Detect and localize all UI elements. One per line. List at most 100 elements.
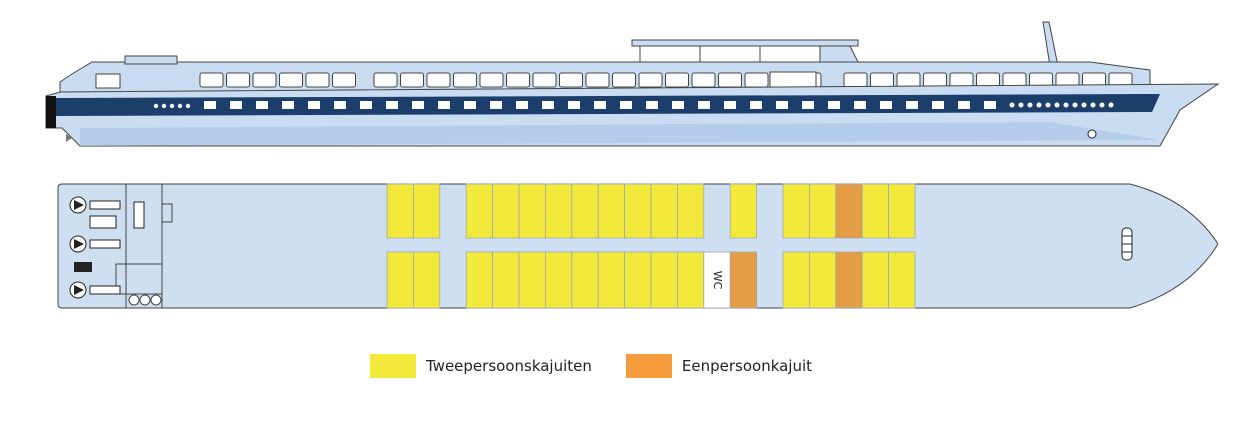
porthole: [230, 101, 242, 109]
upper-window: [226, 72, 250, 88]
cabin-double: [650, 183, 678, 239]
upper-window: [373, 72, 398, 88]
porthole: [256, 101, 268, 109]
cabin-double: [571, 251, 599, 309]
porthole: [932, 101, 944, 109]
cabin-double: [650, 251, 678, 309]
cabin-double: [545, 183, 573, 239]
porthole: [750, 101, 762, 109]
anchor-icon: [1087, 129, 1097, 139]
cabin-double: [465, 183, 494, 239]
porthole: [698, 101, 710, 109]
cabin-double: [861, 251, 890, 309]
porthole: [308, 101, 320, 109]
porthole: [854, 101, 866, 109]
porthole: [438, 101, 450, 109]
porthole: [594, 101, 606, 109]
upper-window: [453, 72, 477, 88]
engine-unit-2: [69, 235, 121, 253]
porthole-round: [177, 103, 183, 109]
cabin-double: [386, 251, 414, 309]
wheelhouse: [819, 45, 859, 63]
porthole: [490, 101, 502, 109]
cabin-double: [809, 251, 837, 309]
porthole: [958, 101, 970, 109]
cabin-wc: [703, 251, 731, 309]
legend-item-double: Tweepersoonskajuiten: [370, 354, 592, 378]
cabin-double: [412, 183, 441, 239]
porthole: [516, 101, 528, 109]
engine-unit-3: [69, 281, 121, 299]
cabin-double: [465, 251, 494, 309]
porthole: [360, 101, 372, 109]
legend-swatch-single: [625, 354, 672, 378]
wc-label: WC: [711, 271, 724, 290]
cabin-double: [861, 183, 890, 239]
porthole: [724, 101, 736, 109]
upper-window: [532, 72, 557, 88]
upper-window: [923, 72, 947, 88]
upper-window: [718, 72, 742, 88]
porthole: [984, 101, 996, 109]
porthole-round: [1036, 102, 1042, 108]
porthole-round: [1054, 102, 1060, 108]
stern-window: [95, 73, 121, 89]
porthole-round: [1081, 102, 1087, 108]
upper-window: [585, 72, 610, 88]
porthole-round: [169, 103, 175, 109]
upper-window: [638, 72, 663, 88]
cabin-single: [729, 251, 758, 309]
porthole: [542, 101, 554, 109]
porthole-round: [1072, 102, 1078, 108]
cabin-double: [597, 183, 626, 239]
cabin-double: [518, 251, 546, 309]
cabin-double: [888, 183, 916, 239]
upper-window: [896, 72, 921, 88]
upper-window: [843, 72, 868, 88]
deck-outline: [57, 183, 1219, 309]
legend-label-single: Eenpersoonkajuit: [681, 357, 813, 375]
windlass-icon: [1121, 227, 1133, 261]
lounge-window: [769, 71, 817, 89]
porthole-round: [1099, 102, 1105, 108]
porthole-round: [185, 103, 191, 109]
engine-unit-1: [69, 196, 121, 214]
cabin-double: [518, 183, 546, 239]
mast: [1042, 21, 1059, 67]
porthole: [672, 101, 684, 109]
porthole-round: [1063, 102, 1069, 108]
upper-window: [976, 72, 1000, 88]
upper-window: [612, 72, 636, 88]
upper-window: [279, 72, 303, 88]
upper-window: [199, 72, 224, 88]
ship-side-view: [45, 21, 1220, 147]
upper-window: [665, 72, 689, 88]
upper-window: [252, 72, 277, 88]
porthole-round: [1090, 102, 1096, 108]
porthole: [646, 101, 658, 109]
sun-deck-canopy: [631, 39, 859, 47]
upper-window: [870, 72, 894, 88]
porthole: [204, 101, 216, 109]
cabin-double: [545, 251, 573, 309]
porthole-round: [1045, 102, 1051, 108]
upper-window: [400, 72, 424, 88]
propeller-icon: [66, 134, 72, 142]
upper-window: [479, 72, 504, 88]
legend-label-double: Tweepersoonskajuiten: [426, 357, 592, 375]
upper-window: [332, 72, 356, 88]
legend-swatch-double: [370, 354, 416, 378]
porthole: [568, 101, 580, 109]
cabin-double: [624, 183, 652, 239]
cabin-double: [386, 183, 414, 239]
engine-room: [69, 183, 173, 309]
porthole-round: [1009, 102, 1015, 108]
cabin-double: [677, 251, 705, 309]
porthole-round: [1108, 102, 1114, 108]
cabin-double: [729, 183, 758, 239]
porthole: [386, 101, 398, 109]
porthole: [906, 101, 918, 109]
porthole-round: [161, 103, 167, 109]
upper-windows: [95, 71, 1133, 89]
